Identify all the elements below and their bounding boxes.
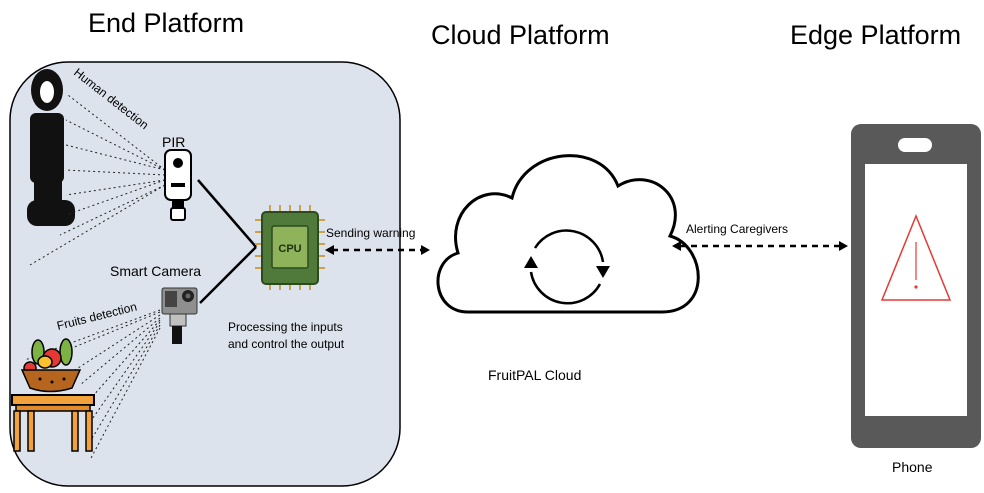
phone-label: Phone <box>892 459 933 475</box>
pir-to-cpu-connector <box>197 179 257 248</box>
fruitpal-cloud-shape <box>436 154 700 314</box>
human-detection-rays <box>29 94 166 266</box>
warning-icon <box>880 214 952 301</box>
fruit-detection-rays <box>24 309 161 461</box>
alerting-caregivers-label: Alerting Caregivers <box>686 222 789 236</box>
sync-arrowhead-left <box>524 256 538 268</box>
smart-camera-label: Smart Camera <box>110 263 202 279</box>
camera-to-cpu-connector <box>199 246 257 304</box>
sync-icon <box>529 229 605 305</box>
fruit-basket-icon <box>20 338 82 393</box>
sending-warning-label: Sending warning <box>326 226 416 240</box>
cpu-chip-icon <box>255 205 325 290</box>
cpu-label: CPU <box>278 243 301 255</box>
human-icon <box>27 69 75 226</box>
sending-warning-arrow <box>325 245 430 255</box>
table-icon <box>11 394 95 452</box>
sync-arrowhead-right <box>596 266 610 278</box>
pir-sensor-icon <box>164 149 192 221</box>
end-platform-heading: End Platform <box>88 8 245 38</box>
edge-platform-heading: Edge Platform <box>790 20 962 50</box>
fruitpal-cloud-label: FruitPAL Cloud <box>488 367 582 383</box>
alerting-caregivers-arrow <box>672 241 848 251</box>
end-platform-panel <box>9 61 401 487</box>
processing-label-line1: Processing the inputs <box>228 320 343 334</box>
cloud-platform-heading: Cloud Platform <box>431 20 610 50</box>
pir-label: PIR <box>162 134 186 150</box>
smart-camera-icon <box>161 287 198 344</box>
processing-label-line2: and control the output <box>228 337 345 351</box>
